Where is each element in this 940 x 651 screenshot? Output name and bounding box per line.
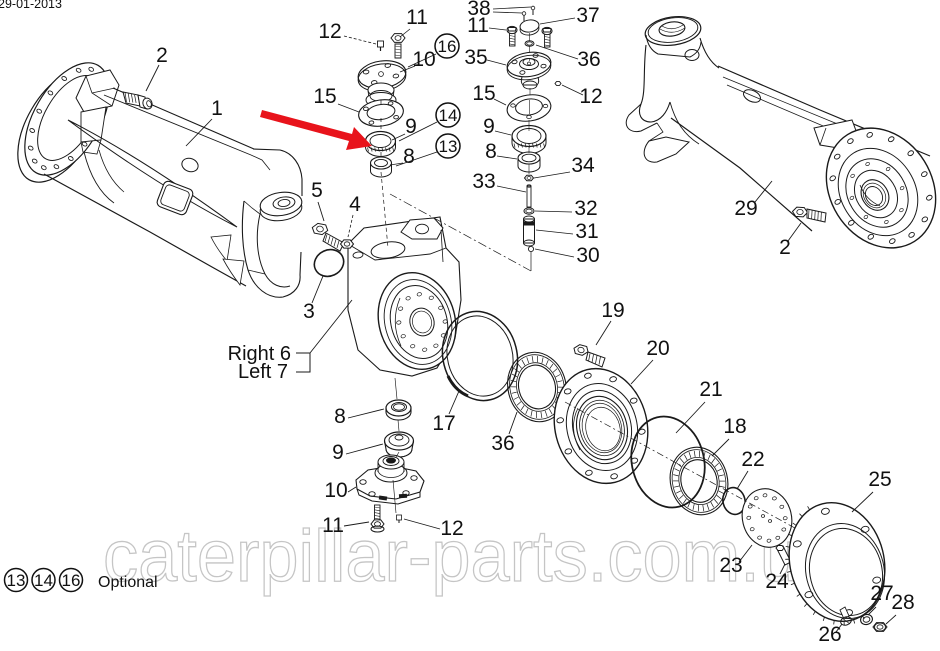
svg-text:8: 8 <box>485 140 497 163</box>
svg-text:caterpillar-parts.com.ua: caterpillar-parts.com.ua <box>103 516 838 597</box>
svg-text:19: 19 <box>601 299 624 322</box>
svg-text:21: 21 <box>699 378 722 401</box>
svg-text:18: 18 <box>723 415 746 438</box>
svg-text:28: 28 <box>891 591 914 614</box>
svg-text:36: 36 <box>491 432 514 455</box>
svg-text:36: 36 <box>577 48 600 71</box>
svg-text:23: 23 <box>719 554 742 577</box>
svg-text:10: 10 <box>324 479 347 502</box>
svg-text:9: 9 <box>483 115 495 138</box>
svg-text:22: 22 <box>741 448 764 471</box>
svg-text:26: 26 <box>818 623 841 646</box>
svg-text:17: 17 <box>432 412 455 435</box>
svg-text:12: 12 <box>579 85 602 108</box>
svg-text:16: 16 <box>62 571 81 590</box>
svg-text:11: 11 <box>467 14 489 37</box>
svg-text:24: 24 <box>765 570 789 593</box>
svg-text:Left 7: Left 7 <box>238 361 288 383</box>
svg-text:32: 32 <box>574 197 597 220</box>
svg-text:Optional: Optional <box>98 574 158 591</box>
svg-text:14: 14 <box>439 106 458 125</box>
svg-text:9: 9 <box>405 115 417 138</box>
svg-text:30: 30 <box>576 244 599 267</box>
svg-text:16: 16 <box>438 37 457 56</box>
svg-text:13: 13 <box>439 137 458 156</box>
svg-text:2: 2 <box>779 236 791 259</box>
svg-text:4: 4 <box>349 193 361 216</box>
svg-text:11: 11 <box>322 514 344 537</box>
svg-text:33: 33 <box>472 170 495 193</box>
svg-text:Right 6: Right 6 <box>228 343 291 365</box>
svg-text:14: 14 <box>34 571 53 590</box>
svg-text:29-01-2013: 29-01-2013 <box>0 0 62 11</box>
svg-text:8: 8 <box>403 145 415 168</box>
svg-text:11: 11 <box>406 6 428 29</box>
svg-text:12: 12 <box>318 20 341 43</box>
svg-text:9: 9 <box>332 441 344 464</box>
svg-text:27: 27 <box>870 582 893 605</box>
svg-text:3: 3 <box>303 300 315 323</box>
svg-text:12: 12 <box>440 517 463 540</box>
svg-text:1: 1 <box>211 97 223 120</box>
svg-text:15: 15 <box>313 85 336 108</box>
svg-text:31: 31 <box>575 220 598 243</box>
svg-text:34: 34 <box>571 154 595 177</box>
svg-text:38: 38 <box>467 0 490 20</box>
svg-text:35: 35 <box>464 46 487 69</box>
svg-text:13: 13 <box>7 571 26 590</box>
svg-text:37: 37 <box>576 4 599 27</box>
svg-text:15: 15 <box>472 82 495 105</box>
svg-text:8: 8 <box>334 405 346 428</box>
svg-text:25: 25 <box>868 468 891 491</box>
svg-text:20: 20 <box>646 337 669 360</box>
svg-text:5: 5 <box>311 179 323 202</box>
svg-text:2: 2 <box>156 44 168 67</box>
svg-text:29: 29 <box>734 197 757 220</box>
